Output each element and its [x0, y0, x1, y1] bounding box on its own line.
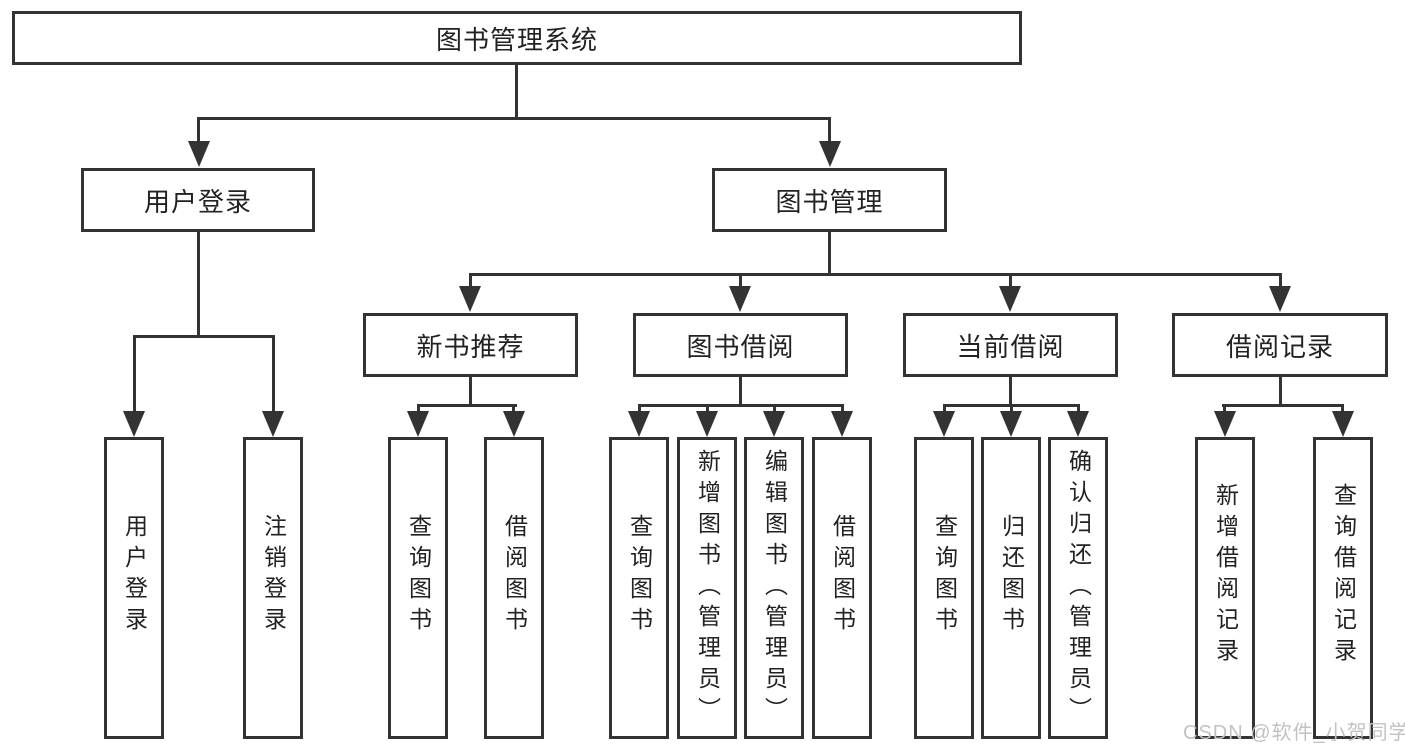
- node-current-borrowing: 当前借阅: [903, 313, 1118, 377]
- connector-leaf-drop: [943, 404, 946, 413]
- leaf-logout: 注销登录: [243, 437, 303, 739]
- node-user-login-label: 用户登录: [143, 186, 252, 217]
- arrowhead-down-icon: [729, 286, 751, 312]
- leaf-borrow-books-recommend: 借阅图书: [484, 437, 544, 739]
- arrowhead-down-icon: [262, 411, 284, 437]
- connector-level3-rail: [469, 273, 1282, 276]
- arrowhead-down-icon: [933, 411, 955, 437]
- connector-user-login-rail: [133, 335, 275, 338]
- connector-user-login-drop: [197, 117, 200, 143]
- leaf-confirm-return-admin-label: 确认归还（管理员）: [1065, 448, 1092, 728]
- connector-leaf-drop: [773, 404, 776, 413]
- node-book-management-label: 图书管理: [775, 186, 884, 217]
- arrowhead-down-icon: [1067, 411, 1089, 437]
- connector-book-mgmt-stem: [828, 230, 831, 275]
- leaf-query-books-label: 查询图书: [931, 514, 958, 638]
- connector-leaf-drop: [1077, 404, 1080, 413]
- connector-root-stem: [515, 65, 518, 120]
- connector-level3-drop: [1009, 273, 1012, 289]
- leaf-user-login-label: 用户登录: [121, 514, 148, 638]
- connector-group-stem: [1009, 375, 1012, 407]
- arrowhead-down-icon: [696, 411, 718, 437]
- arrowhead-down-icon: [503, 411, 525, 437]
- leaf-query-borrow-record: 查询借阅记录: [1313, 437, 1373, 739]
- arrowhead-down-icon: [1000, 411, 1022, 437]
- leaf-confirm-return-admin: 确认归还（管理员）: [1048, 437, 1108, 739]
- leaf-borrow-books-borrowing: 借阅图书: [812, 437, 872, 739]
- node-user-login: 用户登录: [81, 168, 315, 232]
- leaf-query-books-borrowing: 查询图书: [609, 437, 669, 739]
- leaf-return-books: 归还图书: [981, 437, 1041, 739]
- connector-leaf-drop: [638, 404, 641, 413]
- arrowhead-down-icon: [763, 411, 785, 437]
- node-new-book-recommend: 新书推荐: [363, 313, 578, 377]
- leaf-query-books-label: 查询图书: [405, 514, 432, 638]
- arrowhead-down-icon: [1214, 411, 1236, 437]
- connector-leaf-drop: [1341, 404, 1344, 413]
- node-book-management: 图书管理: [712, 168, 947, 232]
- leaf-add-books-admin: 新增图书（管理员）: [677, 437, 737, 739]
- connector-leaf-drop: [272, 335, 275, 413]
- leaf-add-borrow-record-label: 新增借阅记录: [1212, 483, 1239, 669]
- connector-level3-drop: [469, 273, 472, 289]
- node-borrowing-records-label: 借阅记录: [1225, 331, 1334, 362]
- arrowhead-down-icon: [188, 141, 210, 167]
- arrowhead-down-icon: [1332, 411, 1354, 437]
- connector-level3-drop: [1279, 273, 1282, 289]
- connector-leaf-drop: [1223, 404, 1226, 413]
- connector-leaf-drop: [417, 404, 420, 413]
- connector-leaf-drop: [706, 404, 709, 413]
- leaf-query-books-recommend: 查询图书: [388, 437, 448, 739]
- arrowhead-down-icon: [407, 411, 429, 437]
- leaf-borrow-books-label: 借阅图书: [501, 514, 528, 638]
- leaf-edit-books-admin: 编辑图书（管理员）: [744, 437, 804, 739]
- connector-level2-rail: [197, 117, 831, 120]
- leaf-logout-label: 注销登录: [260, 514, 287, 638]
- connector-group-stem: [739, 375, 742, 407]
- node-borrowing-records: 借阅记录: [1172, 313, 1388, 377]
- node-new-book-recommend-label: 新书推荐: [416, 331, 525, 362]
- arrowhead-down-icon: [999, 286, 1021, 312]
- arrowhead-down-icon: [819, 141, 841, 167]
- node-library-system-label: 图书管理系统: [435, 24, 598, 55]
- connector-leaf-drop: [512, 404, 515, 413]
- leaf-query-borrow-record-label: 查询借阅记录: [1330, 483, 1357, 669]
- leaf-edit-books-admin-label: 编辑图书（管理员）: [761, 448, 788, 728]
- connector-leaf-drop: [1010, 404, 1013, 413]
- arrowhead-down-icon: [628, 411, 650, 437]
- connector-group-rail: [638, 404, 844, 407]
- arrowhead-down-icon: [1269, 286, 1291, 312]
- leaf-add-borrow-record: 新增借阅记录: [1195, 437, 1255, 739]
- leaf-user-login: 用户登录: [104, 437, 164, 739]
- arrowhead-down-icon: [459, 286, 481, 312]
- connector-level3-drop: [739, 273, 742, 289]
- connector-group-rail: [1222, 404, 1343, 407]
- node-current-borrowing-label: 当前借阅: [956, 331, 1065, 362]
- connector-book-mgmt-drop: [828, 117, 831, 143]
- node-library-system: 图书管理系统: [12, 11, 1022, 65]
- node-book-borrowing: 图书借阅: [633, 313, 848, 377]
- arrowhead-down-icon: [831, 411, 853, 437]
- connector-user-login-stem: [197, 230, 200, 338]
- leaf-query-books-label: 查询图书: [626, 514, 653, 638]
- connector-leaf-drop: [133, 335, 136, 413]
- watermark: CSDN @软件_小贺同学: [1183, 722, 1405, 744]
- arrowhead-down-icon: [123, 411, 145, 437]
- connector-group-stem: [1279, 375, 1282, 407]
- leaf-borrow-books-label: 借阅图书: [829, 514, 856, 638]
- leaf-query-books-current: 查询图书: [914, 437, 974, 739]
- node-book-borrowing-label: 图书借阅: [686, 331, 795, 362]
- connector-group-rail: [417, 404, 517, 407]
- leaf-add-books-admin-label: 新增图书（管理员）: [694, 448, 721, 728]
- leaf-return-books-label: 归还图书: [998, 514, 1025, 638]
- connector-leaf-drop: [841, 404, 844, 413]
- connector-group-stem: [469, 375, 472, 407]
